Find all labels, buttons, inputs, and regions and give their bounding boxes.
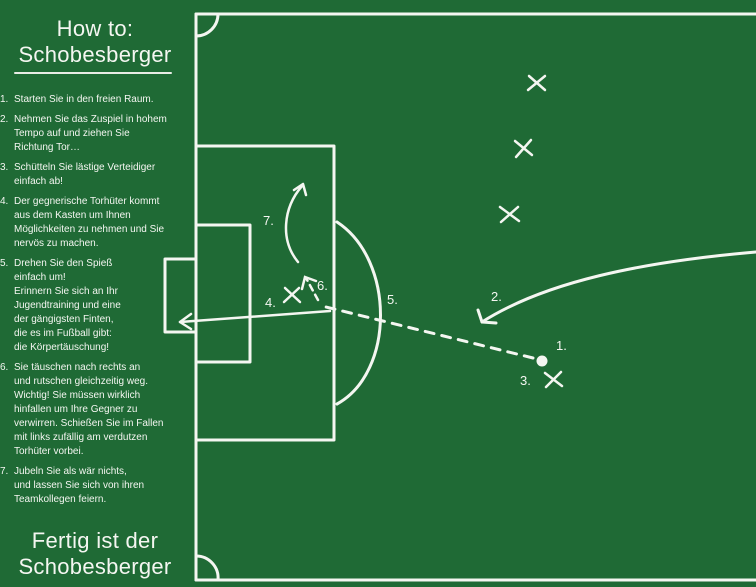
step-number: 7. xyxy=(0,466,9,477)
ball xyxy=(536,355,548,367)
celebration-arrow xyxy=(284,184,304,264)
penalty-area xyxy=(194,144,336,442)
attacker-cross xyxy=(543,370,564,389)
step-number: 3. xyxy=(0,162,9,173)
goal-box xyxy=(163,257,198,334)
step-text: Drehen Sie den Spieß einfach um! Erinner… xyxy=(14,258,121,353)
defender-cross xyxy=(498,205,521,224)
step-item: 5. Drehen Sie den Spieß einfach um! Erinn… xyxy=(0,257,186,355)
step-number: 4. xyxy=(0,196,9,207)
run-arrow-head xyxy=(476,308,498,325)
step-item: 6. Sie täuschen nach rechts an und rutsch… xyxy=(0,361,186,459)
step-number: 2. xyxy=(0,114,9,125)
footer-line2: Schobesberger xyxy=(18,554,172,579)
pitch-label-7: 7. xyxy=(263,213,274,228)
corner-arc-bottom xyxy=(194,554,220,582)
goalkeeper-cross xyxy=(282,286,302,304)
step-item: 1. Starten Sie in den freien Raum. xyxy=(0,93,186,107)
footer-line1: Fertig ist der xyxy=(31,528,159,553)
defender-cross xyxy=(526,74,547,92)
fake-move-arrow-head xyxy=(300,275,318,291)
title-underline xyxy=(14,72,172,74)
step-text: Der gegnerische Torhüter kommt aus dem K… xyxy=(14,196,165,249)
step-item: 4. Der gegnerische Torhüter kommt aus dem… xyxy=(0,195,186,251)
step-text: Schütteln Sie lästige Verteidiger einfac… xyxy=(14,162,156,187)
step-item: 2. Nehmen Sie das Zuspiel in hohem Tempo … xyxy=(0,113,186,155)
shot-arrow-head xyxy=(178,312,193,331)
step-text: Jubeln Sie als wär nichts, und lassen Si… xyxy=(14,466,145,505)
panel-title-line1: How to: xyxy=(56,16,134,41)
pitch-label-3: 3. xyxy=(520,373,531,388)
pitch-label-6: 6. xyxy=(317,278,328,293)
pitch-label-1: 1. xyxy=(556,338,567,353)
pitch-label-2: 2. xyxy=(491,289,502,304)
pitch-label-5: 5. xyxy=(387,292,398,307)
shot-arrow xyxy=(178,309,332,324)
step-number: 5. xyxy=(0,258,9,269)
pitch-label-4: 4. xyxy=(265,295,276,310)
step-list: 1. Starten Sie in den freien Raum. 2. Nehm… xyxy=(0,93,186,513)
fake-move-arrow xyxy=(304,276,320,302)
step-text: Nehmen Sie das Zuspiel in hohem Tempo au… xyxy=(14,114,167,153)
step-item: 7. Jubeln Sie als wär nichts, und lassen … xyxy=(0,465,186,507)
defender-cross xyxy=(513,138,534,159)
step-text: Starten Sie in den freien Raum. xyxy=(14,94,154,105)
step-number: 1. xyxy=(0,94,9,105)
penalty-arc xyxy=(335,220,382,406)
celebration-arrow-head xyxy=(292,182,308,197)
instruction-panel: How to: Schobesberger 1. Starten Sie in d… xyxy=(0,0,190,587)
step-number: 6. xyxy=(0,362,9,373)
run-arrow xyxy=(480,250,756,324)
corner-arc-top xyxy=(194,12,220,38)
step-text: Sie täuschen nach rechts an und rutschen… xyxy=(14,362,164,457)
goal-area xyxy=(194,223,252,364)
dribble-path xyxy=(320,304,535,360)
step-item: 3. Schütteln Sie lästige Verteidiger einf… xyxy=(0,161,186,189)
panel-title-line2: Schobesberger xyxy=(18,42,172,67)
